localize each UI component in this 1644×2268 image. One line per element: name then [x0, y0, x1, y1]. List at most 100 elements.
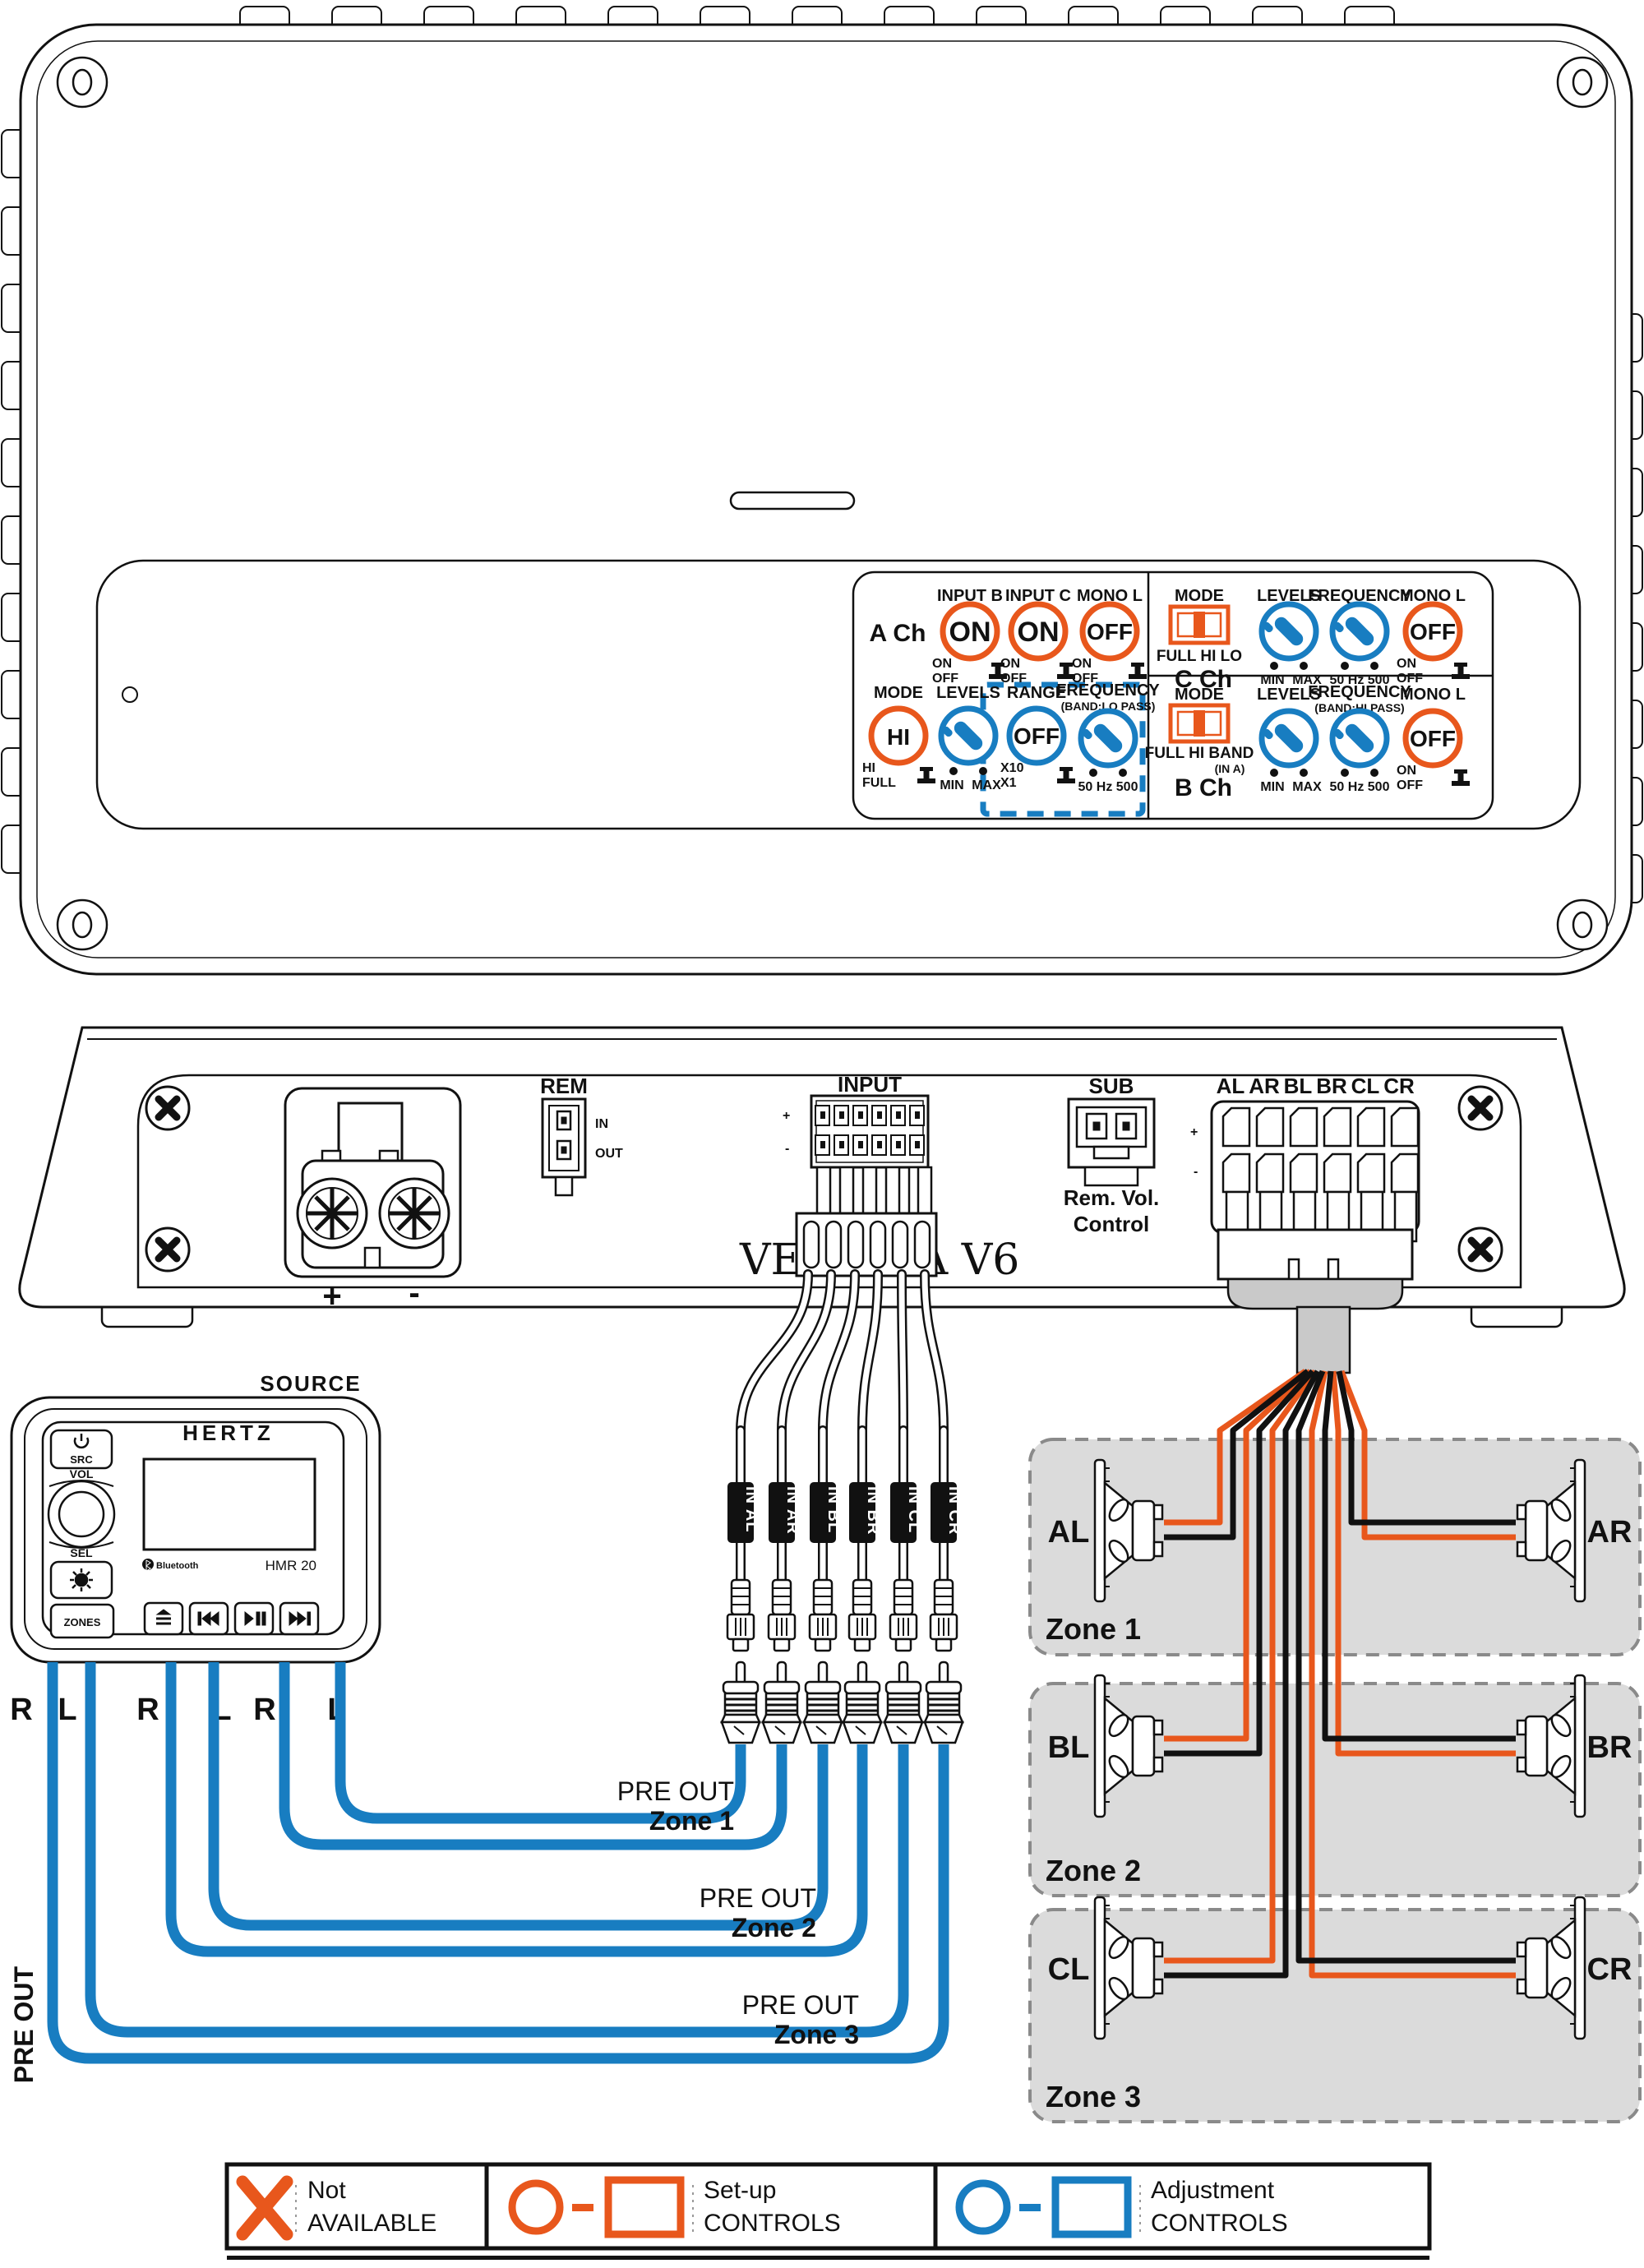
speaker-br-label: BR	[1316, 1074, 1347, 1098]
legend-dividers	[484, 2164, 938, 2248]
off-caption: OFF	[932, 672, 958, 686]
power-icon	[73, 1434, 90, 1449]
rca-jack-icon[interactable]	[923, 1661, 964, 1744]
max-caption: MAX	[972, 778, 1001, 792]
band-lo-caption: (BAND:LO PASS)	[1061, 700, 1156, 713]
on-caption: ON	[1397, 764, 1416, 778]
sub-connector[interactable]	[1067, 1097, 1156, 1187]
rca-plug-icon[interactable]	[767, 1578, 797, 1652]
setup-circle	[1402, 601, 1463, 662]
cable-tag	[727, 1482, 754, 1543]
speaker-terminal-block[interactable]	[1210, 1100, 1420, 1281]
rem-connector[interactable]	[541, 1097, 587, 1197]
off-caption: OFF	[1072, 672, 1098, 686]
corner-screw-icon	[56, 56, 109, 109]
rca-plug-icon[interactable]	[847, 1578, 877, 1652]
rca-plug-icon[interactable]	[929, 1578, 958, 1652]
rca-plug-icon[interactable]	[726, 1578, 755, 1652]
preout-zone1-label: PRE OUT	[617, 1776, 734, 1806]
rca-jack-icon[interactable]	[761, 1661, 802, 1744]
input-connector[interactable]	[810, 1094, 933, 1217]
frequency-c-knob[interactable]: FREQUENCY 50 Hz 500	[1308, 587, 1411, 687]
preout-cable-zone2-l	[208, 1662, 829, 1931]
rca-plug-icon[interactable]	[889, 1578, 918, 1652]
mono-l-label: MONO L	[1077, 587, 1143, 605]
frequency-a-knob[interactable]: FREQUENCY (BAND:LO PASS) 50 Hz 500	[1056, 681, 1160, 794]
menu-icon	[155, 1609, 172, 1625]
input-b-label: INPUT B	[937, 587, 1003, 605]
power-terminal[interactable]	[284, 1087, 462, 1278]
wire-br-plus	[1330, 1370, 1516, 1757]
setup-circle	[868, 705, 929, 766]
legend: Not AVAILABLE Set-up CONTROLS Adjustment…	[224, 2162, 1432, 2260]
brightness-icon	[70, 1568, 93, 1591]
rca-jack-icon[interactable]	[883, 1661, 924, 1744]
input-b-switch[interactable]: INPUT B ON ON OFF	[932, 587, 1007, 686]
wire-cr-minus	[1295, 1370, 1516, 1964]
mode-label: MODE	[1175, 587, 1224, 605]
setup-circle	[1079, 601, 1140, 662]
power-screw-minus[interactable]	[378, 1177, 450, 1249]
mode-a-switch[interactable]: MODE HI HI FULL	[862, 684, 935, 790]
mono-l-value: OFF	[1410, 619, 1456, 644]
input-plug-housing[interactable]	[795, 1212, 938, 1277]
speaker-plus: +	[1190, 1125, 1198, 1139]
speaker-cr-label: CR	[1383, 1074, 1415, 1098]
speaker-minus: -	[1194, 1165, 1198, 1179]
preout-cables	[47, 1662, 949, 2064]
hi-caption: HI	[862, 761, 875, 775]
max-caption: MAX	[1292, 673, 1322, 687]
mono-l-a-switch[interactable]: MONO L OFF ON OFF	[1072, 587, 1147, 686]
cable-tag	[890, 1482, 917, 1543]
input-label: INPUT	[838, 1072, 902, 1097]
not-available-icon	[236, 2175, 293, 2241]
panel-screw-icon	[1459, 1228, 1502, 1271]
zones-button[interactable]: ZONES	[49, 1603, 115, 1639]
levels-b-knob[interactable]: LEVELS MIN MAX	[1257, 686, 1322, 794]
rca-columns: IN AL IN AR IN BL IN BR IN CL IN CR	[720, 1425, 964, 1744]
mode-b-switch[interactable]: MODE FULL HI BAND (IN A) B Ch	[1145, 686, 1254, 801]
band-hi-caption: (BAND:HI PASS)	[1314, 701, 1404, 714]
frequency-label: FREQUENCY	[1308, 587, 1411, 605]
mode-c-switch[interactable]: MODE FULL HI LO C Ch	[1157, 587, 1242, 693]
brightness-button[interactable]	[49, 1560, 113, 1600]
volume-knob[interactable]	[47, 1480, 116, 1549]
input-c-switch[interactable]: INPUT C ON ON OFF	[1000, 587, 1075, 686]
freq-max-dot	[1119, 769, 1127, 777]
mono-l-b-switch[interactable]: MONO L OFF ON OFF	[1397, 686, 1470, 792]
levels-label: LEVELS	[936, 684, 1000, 702]
input-cables	[736, 1269, 949, 1435]
freq-min-dot	[1341, 662, 1349, 670]
mode-label: MODE	[874, 684, 923, 702]
panel-screw-icon	[146, 1228, 189, 1271]
legend-box	[224, 2162, 1432, 2251]
input-minus: -	[785, 1142, 789, 1156]
mode-slider-handle	[1194, 612, 1205, 638]
freq-max-dot	[1370, 662, 1378, 670]
channel-b-label: B Ch	[1175, 774, 1232, 801]
levels-a-knob[interactable]: LEVELS MIN MAX	[936, 684, 1001, 792]
freq-min-dot	[1089, 769, 1097, 777]
wire-cr-plus	[1309, 1370, 1516, 1979]
sub-label: SUB	[1089, 1074, 1134, 1098]
frequency-label: FREQUENCY	[1308, 683, 1411, 701]
speaker-bl-label: BL	[1284, 1074, 1313, 1098]
preout-cable-zone1-r	[279, 1662, 787, 1850]
play-pause-button[interactable]	[233, 1601, 275, 1636]
input-b-value: ON	[949, 617, 991, 648]
levels-c-knob[interactable]: LEVELS MIN MAX	[1257, 587, 1322, 687]
rca-plug-icon[interactable]	[808, 1578, 838, 1652]
range-knob[interactable]: RANGE OFF X10 X1	[1000, 684, 1075, 790]
mono-l-c-switch[interactable]: MONO L OFF ON OFF	[1397, 587, 1470, 686]
mono-l-label: MONO L	[1400, 587, 1466, 605]
src-power-button[interactable]: SRC	[49, 1429, 113, 1470]
channel-a-label: A Ch	[870, 620, 926, 647]
power-screw-plus[interactable]	[296, 1177, 368, 1249]
rca-jack-icon[interactable]	[802, 1661, 843, 1744]
rca-jack-icon[interactable]	[842, 1661, 883, 1744]
setup-circle	[940, 601, 1000, 662]
max-dot	[1300, 769, 1308, 777]
rca-jack-icon[interactable]	[720, 1661, 761, 1744]
source-model: HMR 20	[266, 1558, 316, 1573]
frequency-b-knob[interactable]: FREQUENCY (BAND:HI PASS) 50 Hz 500	[1308, 683, 1411, 794]
